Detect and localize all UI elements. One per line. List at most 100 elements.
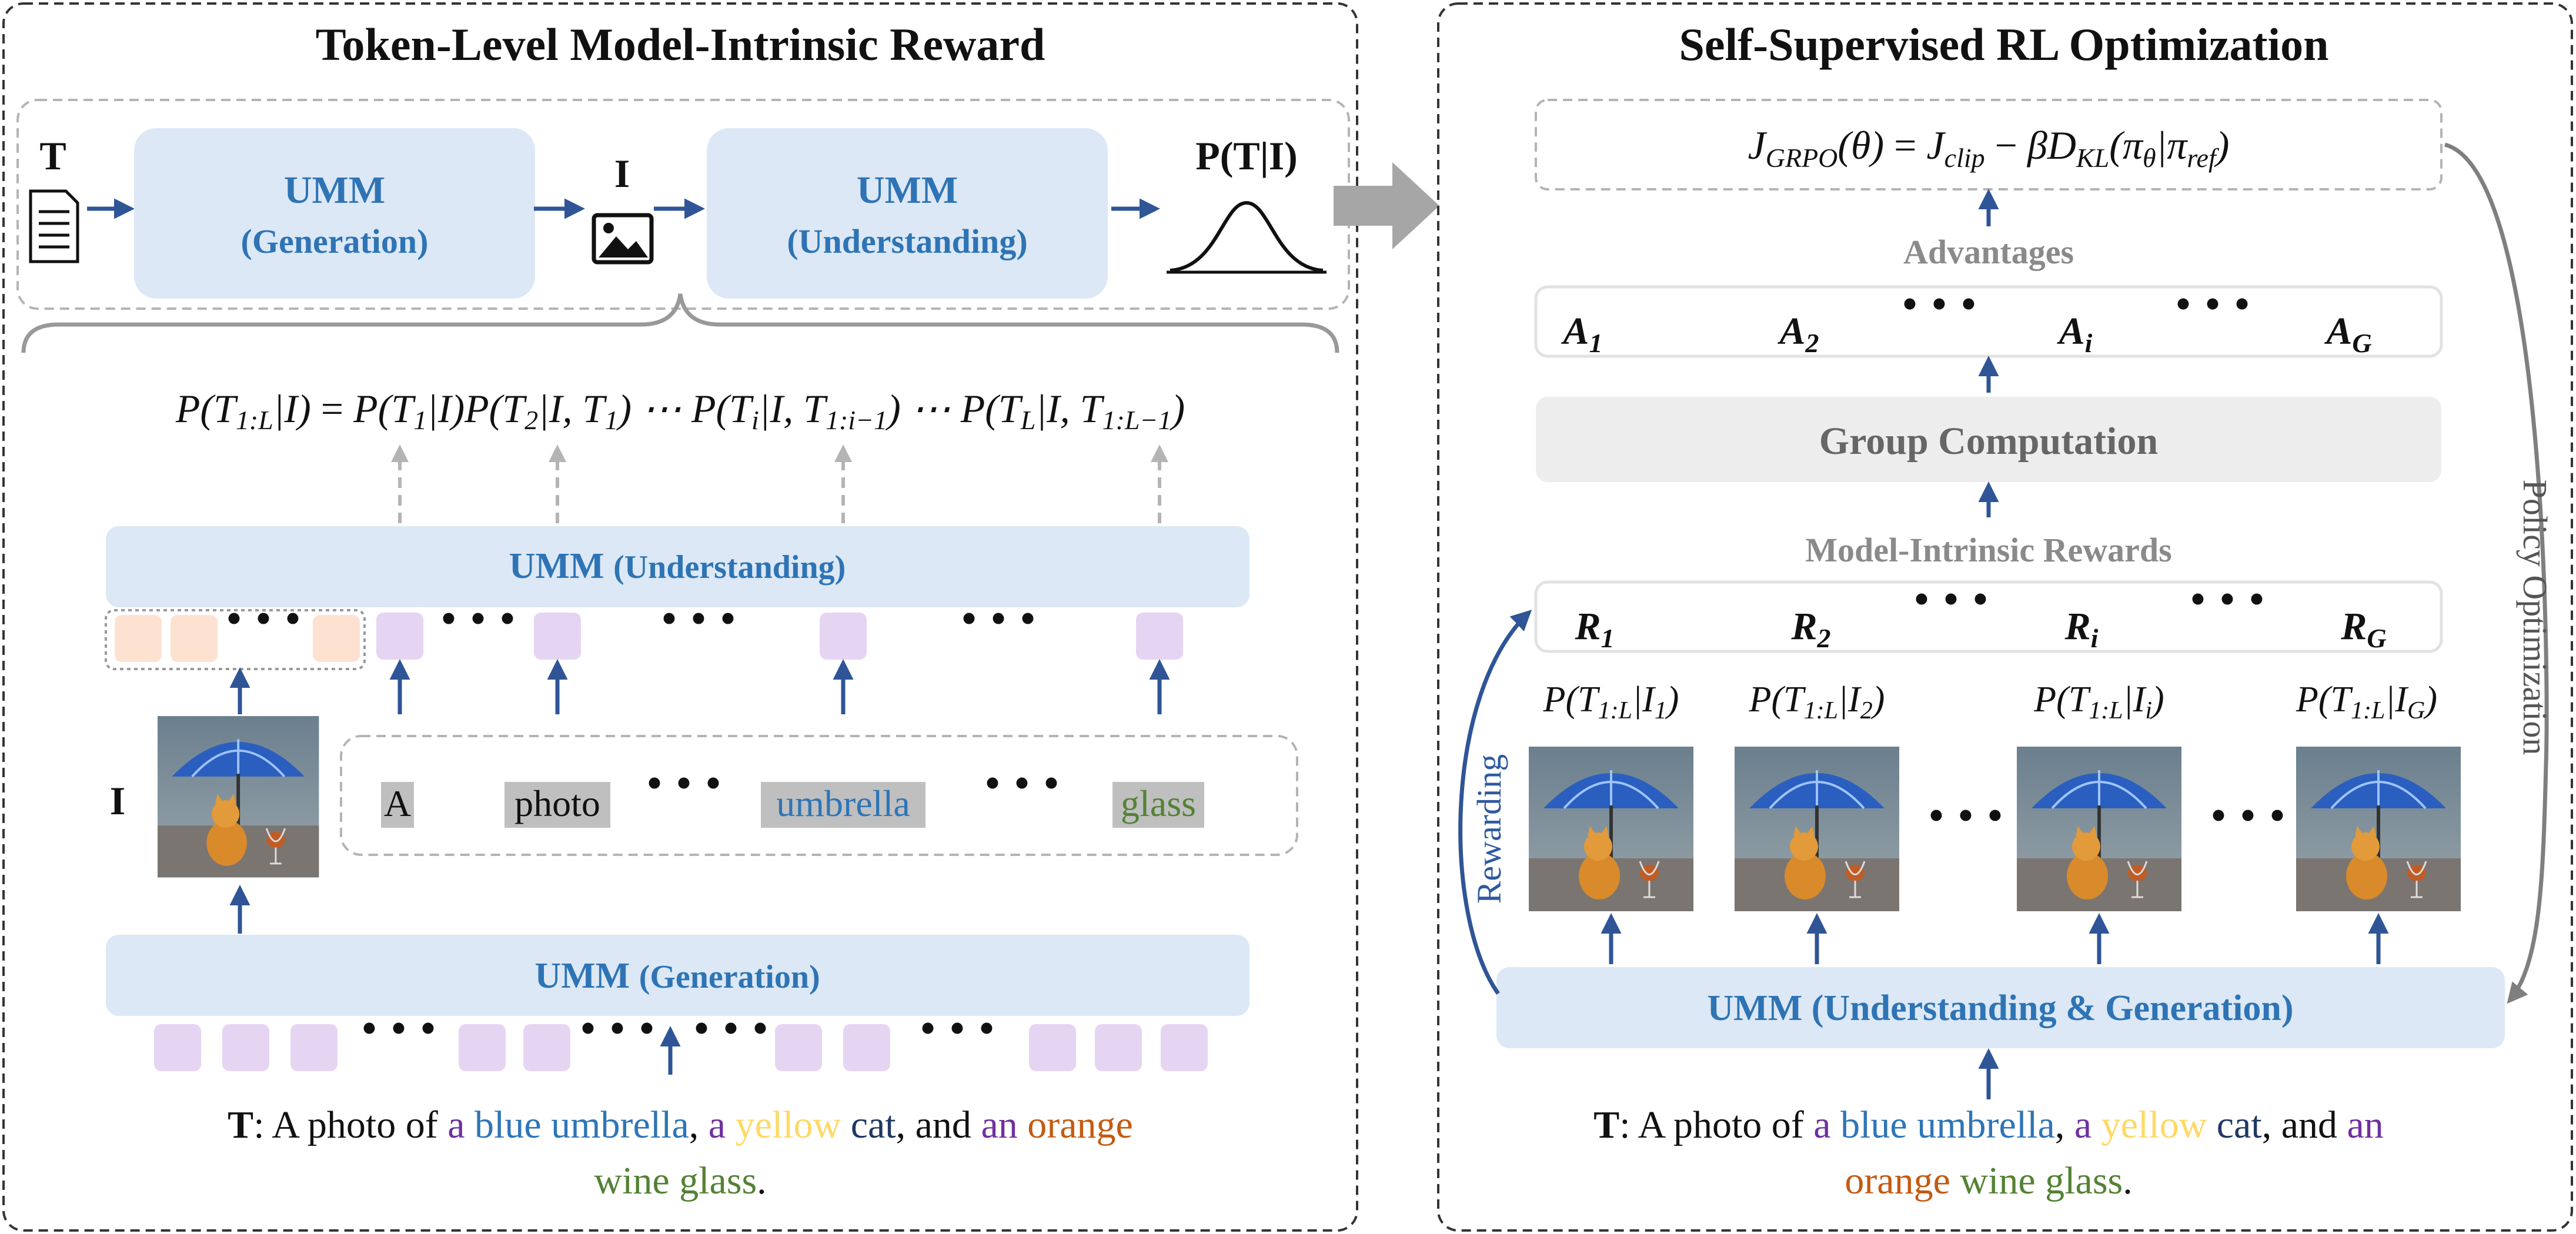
prompt-segment: blue umbrella <box>1840 1103 2055 1146</box>
text-token <box>1136 613 1183 660</box>
advantages-box <box>1534 285 2443 358</box>
prompt-segment: an <box>981 1103 1027 1146</box>
ellipsis: • • • <box>1903 282 1979 327</box>
prompt-tokens: • • • • • • • • • • • • <box>154 1006 1208 1075</box>
advantage-1: A1 <box>1561 310 1602 358</box>
rewards-box <box>1534 580 2443 653</box>
token-umbrella: umbrella <box>776 782 910 824</box>
token-highlight <box>761 782 926 828</box>
prompt-prefix: T <box>228 1103 253 1146</box>
prompt-segment: : A photo of <box>253 1103 447 1146</box>
svg-text:• • •: • • • <box>362 1006 438 1051</box>
likelihood-i: P(T1:L|Ii) <box>2033 680 2164 724</box>
ellipsis: • • • <box>2191 577 2267 622</box>
left-prompt-line-1: T: A photo of a blue umbrella, a yellow … <box>228 1103 1133 1146</box>
image-input-label: I <box>110 778 125 823</box>
rewards-label: Model-Intrinsic Rewards <box>1805 531 2171 569</box>
left-panel-border <box>2 2 1358 1232</box>
text-token <box>820 613 867 660</box>
umm-understanding-name-top: UMM <box>857 169 958 212</box>
token-input-arrows <box>229 659 1170 714</box>
token-highlight <box>1112 782 1204 828</box>
prompt-segment: cat <box>851 1103 896 1146</box>
sample-image-2 <box>1733 745 1900 912</box>
reward-i: Ri <box>2064 605 2099 653</box>
image-token <box>115 615 162 662</box>
ellipsis: • • • <box>662 596 738 641</box>
right-prompt-line-2: orange wine glass. <box>1845 1159 2132 1202</box>
prompt-segment: : A photo of <box>1619 1103 1813 1146</box>
umm-generation-box <box>134 128 535 299</box>
text-token-box <box>340 735 1298 856</box>
prompt-segment: yellow <box>736 1103 851 1146</box>
advantages-label: Advantages <box>1903 233 2074 271</box>
prompt-segment: wine glass <box>594 1159 757 1202</box>
ellipsis: • • • <box>1929 793 2005 838</box>
likelihood-arrows <box>391 444 1168 523</box>
right-panel-border <box>1437 2 2573 1232</box>
umm-generation-name: UMM <box>284 169 385 212</box>
ellipsis: • • • <box>227 596 303 641</box>
group-computation-label: Group Computation <box>1819 420 2158 463</box>
text-token <box>534 613 581 660</box>
rewarding-arrow <box>1458 610 1532 995</box>
prob-label: P(T|I) <box>1195 133 1298 178</box>
prompt-segment: blue umbrella <box>475 1103 689 1146</box>
svg-text:• • •: • • • <box>581 1006 657 1051</box>
svg-text:• • •: • • • <box>694 1006 770 1051</box>
image-token <box>171 615 218 662</box>
reward-1: R1 <box>1574 605 1614 653</box>
ellipsis: • • • <box>1915 577 1990 622</box>
prompt-prefix: T <box>1593 1103 1619 1146</box>
umm-both-label: UMM (Understanding & Generation) <box>1707 988 2293 1028</box>
prompt-segment: yellow <box>2101 1103 2217 1146</box>
prompt-segment: a <box>709 1103 736 1146</box>
prompt-segment: a <box>447 1103 475 1146</box>
prompt-segment: , <box>2055 1103 2074 1146</box>
prompt-segment: cat <box>2217 1103 2262 1146</box>
prompt-segment: a <box>2074 1103 2101 1146</box>
ellipsis: • • • <box>962 596 1038 641</box>
reward-g: RG <box>2340 605 2386 653</box>
prompt-segment: orange <box>1027 1103 1133 1146</box>
group-computation-box <box>1536 397 2441 482</box>
token-glass: glass <box>1121 782 1196 824</box>
likelihood-g: P(T1:L|IG) <box>2296 680 2437 724</box>
text-symbol: T <box>39 133 66 178</box>
likelihood-2: P(T1:L|I2) <box>1749 680 1885 724</box>
left-panel-title: Token-Level Model-Intrinsic Reward <box>316 19 1045 70</box>
image-symbol: I <box>614 151 630 196</box>
umm-both-bar <box>1496 967 2505 1048</box>
grpo-objective: JGRPO(θ) = Jclip − βDKL(πθ|πref) <box>1748 123 2230 173</box>
token-highlight <box>381 782 414 828</box>
image-token <box>313 615 360 662</box>
left-prompt-line-2: wine glass. <box>594 1159 766 1202</box>
prompt-segment: . <box>757 1159 767 1202</box>
text-token <box>376 613 423 660</box>
reward-2: R2 <box>1790 605 1830 653</box>
prompt-segment: , <box>689 1103 709 1146</box>
advantage-g: AG <box>2324 310 2371 358</box>
ellipsis: • • • <box>2211 793 2287 838</box>
big-arrow-icon <box>1334 162 1439 249</box>
rewarding-label: Rewarding <box>1470 754 1508 904</box>
token-highlight <box>504 782 610 828</box>
token-photo: photo <box>514 782 600 824</box>
prompt-segment: a <box>1813 1103 1840 1146</box>
right-panel-title: Self-Supervised RL Optimization <box>1679 19 2328 70</box>
svg-text:• • •: • • • <box>921 1006 997 1051</box>
likelihood-1: P(T1:L|I1) <box>1543 680 1679 724</box>
advantage-i: Ai <box>2057 310 2093 358</box>
sample-arrows <box>1601 913 2389 964</box>
document-icon <box>29 189 79 263</box>
umm-understanding-mode-top: (Understanding) <box>787 222 1027 260</box>
factorization-formula: P(T1:L|I) = P(T1|I)P(T2|I, T1) ⋯ P(Ti|I,… <box>175 386 1185 435</box>
umm-generation-bar-label: UMM (Generation) <box>534 956 820 996</box>
sample-image-1 <box>1528 745 1695 912</box>
prompt-segment: , and <box>896 1103 981 1146</box>
umm-generation-mode: (Generation) <box>241 222 429 260</box>
right-prompt-line-1: T: A photo of a blue umbrella, a yellow … <box>1593 1103 2384 1146</box>
policy-optimization-arrow <box>2444 142 2549 1004</box>
